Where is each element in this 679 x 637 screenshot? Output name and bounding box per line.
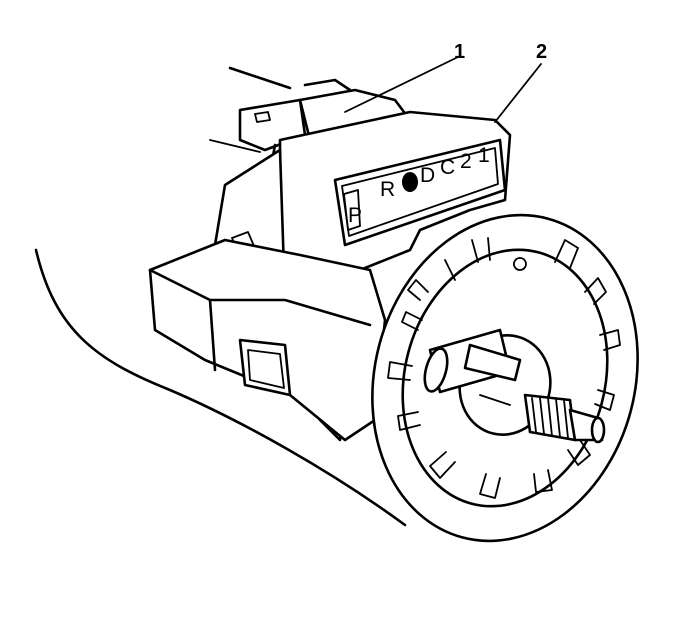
gear-label-c: C bbox=[440, 156, 455, 179]
gear-indicator-window: P R D C 2 1 bbox=[333, 138, 507, 247]
central-shaft bbox=[423, 328, 606, 444]
callout-2: 2 bbox=[494, 41, 547, 123]
gear-indicator-pointer bbox=[402, 172, 418, 192]
gear-label-1: 1 bbox=[478, 144, 490, 167]
gear-label-r: R bbox=[380, 178, 395, 201]
park-label: P bbox=[348, 204, 362, 227]
steering-column bbox=[34, 66, 407, 527]
callout-1-label: 1 bbox=[454, 41, 465, 63]
gear-label-2: 2 bbox=[460, 150, 472, 173]
gear-label-d: D bbox=[420, 164, 435, 187]
callout-2-label: 2 bbox=[536, 41, 547, 63]
callout-1: 1 bbox=[344, 41, 465, 113]
